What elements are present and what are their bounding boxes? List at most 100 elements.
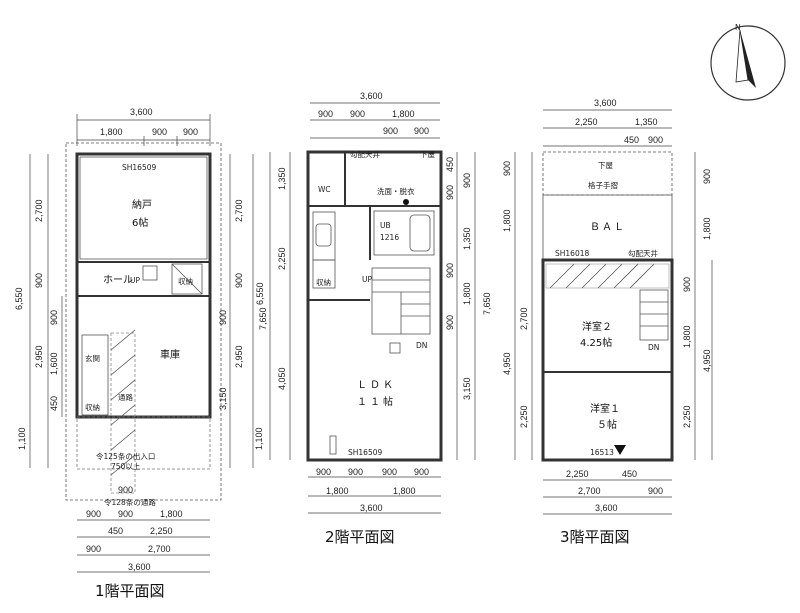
f2-dim-b1-d: 900 — [414, 467, 429, 477]
f1-room-garage: 車庫 — [160, 348, 180, 361]
f2-dn: DN — [416, 341, 427, 350]
f1-room-hall: ホール — [103, 274, 133, 286]
f2-dim-right-b: 900 — [462, 173, 472, 188]
f2-dim-top-total: 3,600 — [360, 91, 383, 101]
f1-dim-road-w: 900 — [118, 485, 133, 495]
f1-dim-b2-b: 2,250 — [150, 526, 173, 536]
f2-dim-left-c: 4,050 — [277, 367, 287, 390]
f2-slope: 勾配天井 — [350, 149, 380, 159]
f1-up: UP — [130, 276, 140, 285]
f3-dim-left-b: 1,800 — [502, 209, 512, 232]
f3-dim-top-c: 450 — [624, 135, 639, 145]
f1-dim-b2-a: 450 — [108, 526, 123, 536]
f2-sh: SH16509 — [348, 448, 382, 457]
f3-dim-right-c: 900 — [682, 277, 692, 292]
f1-room-passage: 通路 — [118, 392, 133, 402]
f2-dim-right-h: 3,150 — [462, 377, 472, 400]
f1-note-road1: 令125条の出入口 — [96, 451, 155, 461]
f1-dim-right-f: 1,100 — [254, 427, 264, 450]
f1-dim-right-b: 900 — [234, 273, 244, 288]
f3-dim-right-e: 2,250 — [682, 405, 692, 428]
f2-dim-right-a: 450 — [445, 157, 455, 172]
f1-dim-left-a: 2,700 — [34, 199, 44, 222]
f2-drain-icon — [403, 199, 409, 205]
f2-dim-b3: 3,600 — [360, 503, 383, 513]
f2-dim-b1-c: 900 — [382, 467, 397, 477]
floor3-title: 3階平面図 — [560, 528, 630, 546]
f1-sh: SH16509 — [122, 163, 156, 172]
f1-dim-left-f: 1,100 — [17, 427, 27, 450]
f2-dim-b1-b: 900 — [348, 467, 363, 477]
f2-dim-b2-b: 1,800 — [393, 486, 416, 496]
f2-dim-right-c: 900 — [445, 185, 455, 200]
f1-note-road1-w: 750以上 — [111, 462, 141, 471]
f2-dim-right-f: 1,800 — [462, 282, 472, 305]
f1-dim-right-d: 2,950 — [234, 345, 244, 368]
f3-room2-size: 4.25帖 — [580, 336, 612, 349]
f3-dim-left-c: 2,700 — [519, 307, 529, 330]
f2-dim-right-total: 7,650 — [482, 292, 492, 315]
f3-dim-right-d: 1,800 — [682, 325, 692, 348]
f1-dim-b1-b: 900 — [118, 509, 133, 519]
floor3-plan: 3,600 2,250 1,350 450 900 下屋 格子手摺 ＢＡＬ SH… — [502, 98, 713, 546]
f2-ldk: ＬＤＫ — [357, 380, 396, 391]
f2-ub: UB — [380, 221, 391, 230]
f1-dim-left-total: 6,550 — [14, 287, 24, 310]
f3-dn: DN — [648, 343, 659, 352]
f1-dim-b1-a: 900 — [86, 509, 101, 519]
f2-storage: 収納 — [316, 277, 331, 287]
f2-ub-size: 1216 — [380, 233, 399, 242]
f3-sh2: 16513 — [590, 448, 614, 457]
f2-dim-left-a: 1,350 — [277, 167, 287, 190]
f3-dim-right-a: 900 — [702, 169, 712, 184]
floor2-plan: 3,600 900 900 1,800 900 900 勾配天井 下屋 WC 洗… — [258, 91, 492, 546]
f3-dim-top-a: 2,250 — [575, 117, 598, 127]
f3-dim-b1-a: 2,250 — [566, 469, 589, 479]
f1-dim-b3-a: 900 — [86, 544, 101, 554]
f1-dim-right-total: 6,550 — [255, 282, 265, 305]
f2-dim-left-total: 7,650 — [258, 307, 268, 330]
f1-dim-top-a: 1,800 — [100, 127, 123, 137]
f1-room-nando-size: 6帖 — [132, 216, 148, 229]
f3-window-marker-icon — [614, 445, 626, 455]
f1-dim-b1-c: 1,800 — [160, 509, 183, 519]
f1-dim-b3-b: 2,700 — [148, 544, 171, 554]
f1-dim-top-total: 3,600 — [130, 107, 153, 117]
f3-dim-left-a: 900 — [502, 161, 512, 176]
f2-up: UP — [362, 275, 372, 284]
f1-dim-left-d: 1,600 — [49, 352, 59, 375]
f3-dim-left-d: 2,250 — [519, 405, 529, 428]
f1-note-road2: 令128条の通路 — [104, 497, 156, 507]
f1-dim-b4: 3,600 — [128, 562, 151, 572]
floor1-plan: 3,600 1,800 900 900 SH16509 納戸 6帖 ホール UP… — [14, 107, 265, 600]
f2-ldk-size: １１帖 — [357, 395, 396, 408]
f2-dim-right-g: 900 — [445, 315, 455, 330]
f1-dim-right-a: 2,700 — [234, 199, 244, 222]
f1-room-entrance: 玄関 — [85, 353, 100, 363]
f3-dim-b2-a: 2,700 — [578, 486, 601, 496]
f3-dim-left-total: 4,950 — [502, 352, 512, 375]
f3-bal: ＢＡＬ — [590, 222, 626, 233]
f2-dim-top-e: 900 — [414, 126, 429, 136]
f2-dim-top-a: 900 — [318, 109, 333, 119]
f2-dim-top-c: 1,800 — [392, 109, 415, 119]
f2-dim-right-e: 900 — [445, 263, 455, 278]
f2-wc: WC — [318, 185, 331, 194]
f1-passage-hatch — [110, 329, 136, 494]
f2-dim-top-b: 900 — [350, 109, 365, 119]
f2-dim-left-b: 2,250 — [277, 247, 287, 270]
compass-label: N — [735, 23, 741, 32]
f3-slope: 勾配天井 — [628, 248, 658, 258]
f2-dim-right-d: 1,350 — [462, 227, 472, 250]
f3-room2: 洋室２ — [582, 320, 612, 333]
f3-room1-size: ５帖 — [597, 418, 617, 431]
f1-dim-left-e2: 2,950 — [34, 345, 44, 368]
f2-dim-b2-a: 1,800 — [326, 486, 349, 496]
f3-shed: 下屋 — [598, 161, 613, 170]
f1-dim-right-e: 3,150 — [218, 387, 228, 410]
f3-dim-top-d: 900 — [648, 135, 663, 145]
f1-dim-left-b: 900 — [34, 273, 44, 288]
f1-dim-top-c: 900 — [183, 127, 198, 137]
f3-sh: SH16018 — [555, 249, 589, 258]
floor1-title: 1階平面図 — [95, 582, 165, 600]
